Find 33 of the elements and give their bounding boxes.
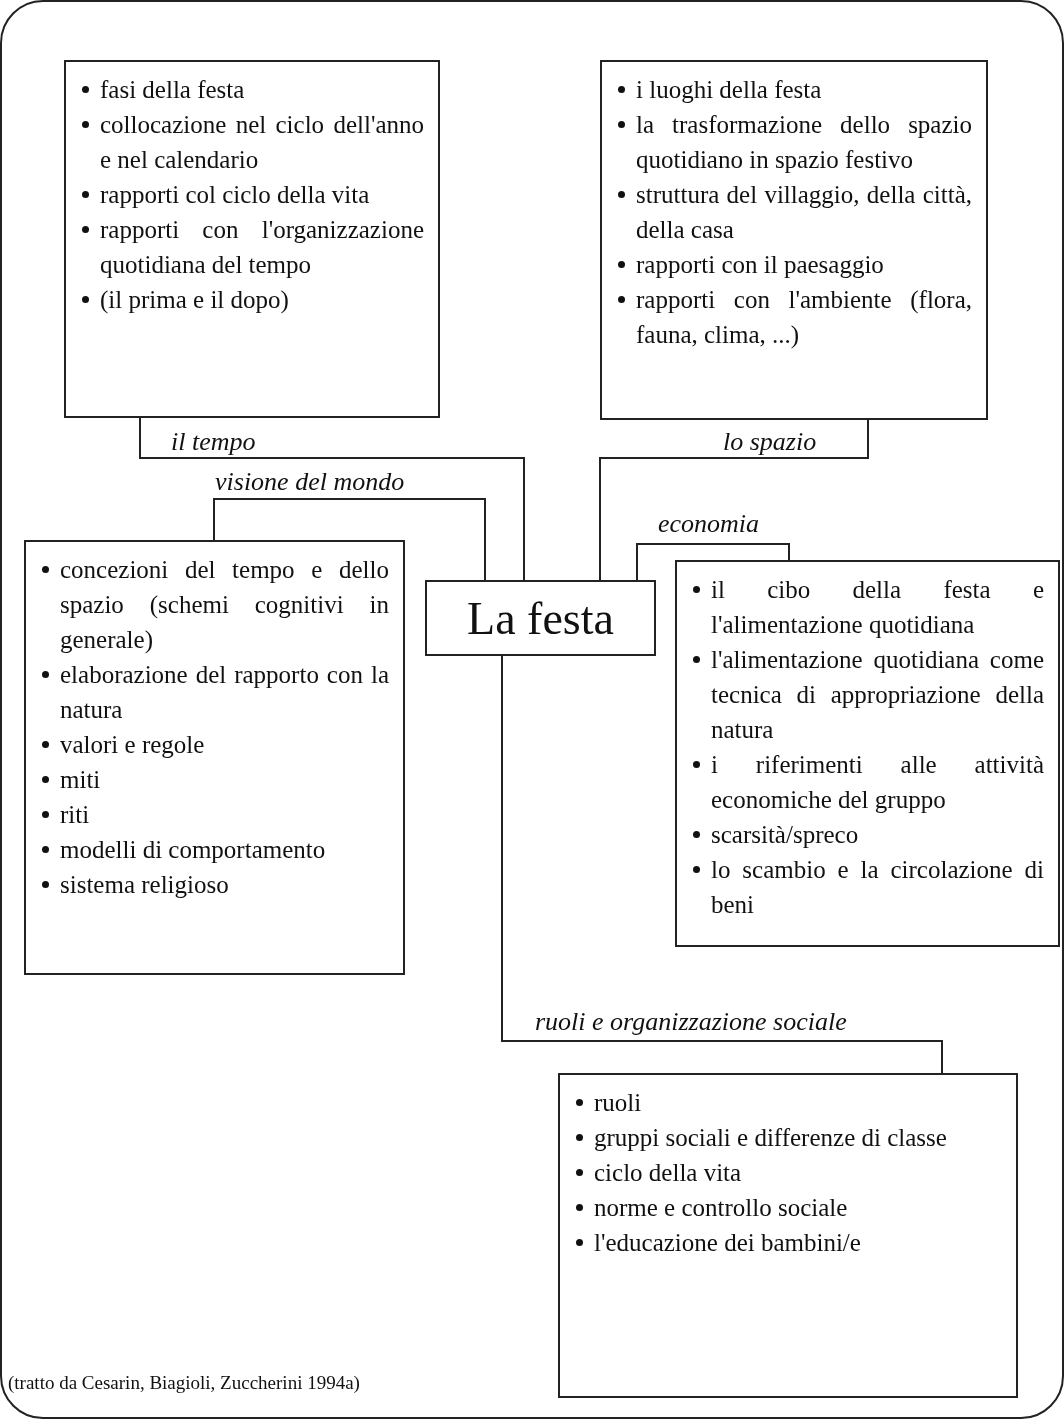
bullet-text: rapporti con l'ambiente (flora, fauna, clima, ...) (636, 286, 972, 348)
bullet-text: sistema religioso (60, 871, 229, 898)
source-caption: (tratto da Cesarin, Biagioli, Zuccherini 1994a) (8, 1372, 360, 1394)
topic-box (24, 540, 405, 975)
central-title: La festa (467, 591, 614, 645)
bullet-text: gruppi sociali e differenze di classe (594, 1124, 947, 1151)
topic-box (675, 560, 1060, 947)
bullet-text: ciclo della vita (594, 1159, 742, 1186)
bullet-text: (il prima e il dopo) (100, 286, 289, 313)
topic-box (558, 1073, 1018, 1398)
connector-line (501, 655, 943, 1074)
bullet-text: concezioni del tempo e dello spazio (schemi cognitivi in generale) (60, 556, 389, 653)
bullet-text: miti (60, 766, 101, 793)
bullet-text: lo scambio e la circolazione di beni (711, 856, 1044, 918)
bullet-text: rapporti con l'organizzazione quotidiana del tempo (100, 216, 424, 278)
central-box (425, 580, 656, 656)
bullet-text: l'educazione dei bambini/e (594, 1229, 861, 1256)
connector-line (599, 419, 869, 581)
topic-box (600, 60, 988, 420)
bullet-text: ruoli (594, 1089, 642, 1116)
connector-line (636, 543, 790, 581)
bullet-text: valori e regole (60, 731, 205, 758)
bullet-text: modelli di comportamento (60, 836, 326, 863)
bullet-text: scarsità/spreco (711, 821, 859, 848)
bullet-text: norme e controllo sociale (594, 1194, 848, 1221)
bullet-text: rapporti con il paesaggio (636, 251, 884, 278)
bullet-text: i luoghi della festa (636, 76, 822, 103)
bullet-text: riti (60, 801, 90, 828)
topic-box (64, 60, 440, 418)
connector-line (213, 498, 486, 581)
connector-line (139, 417, 525, 581)
bullet-text: rapporti col ciclo della vita (100, 181, 370, 208)
bullet-text: fasi della festa (100, 76, 245, 103)
